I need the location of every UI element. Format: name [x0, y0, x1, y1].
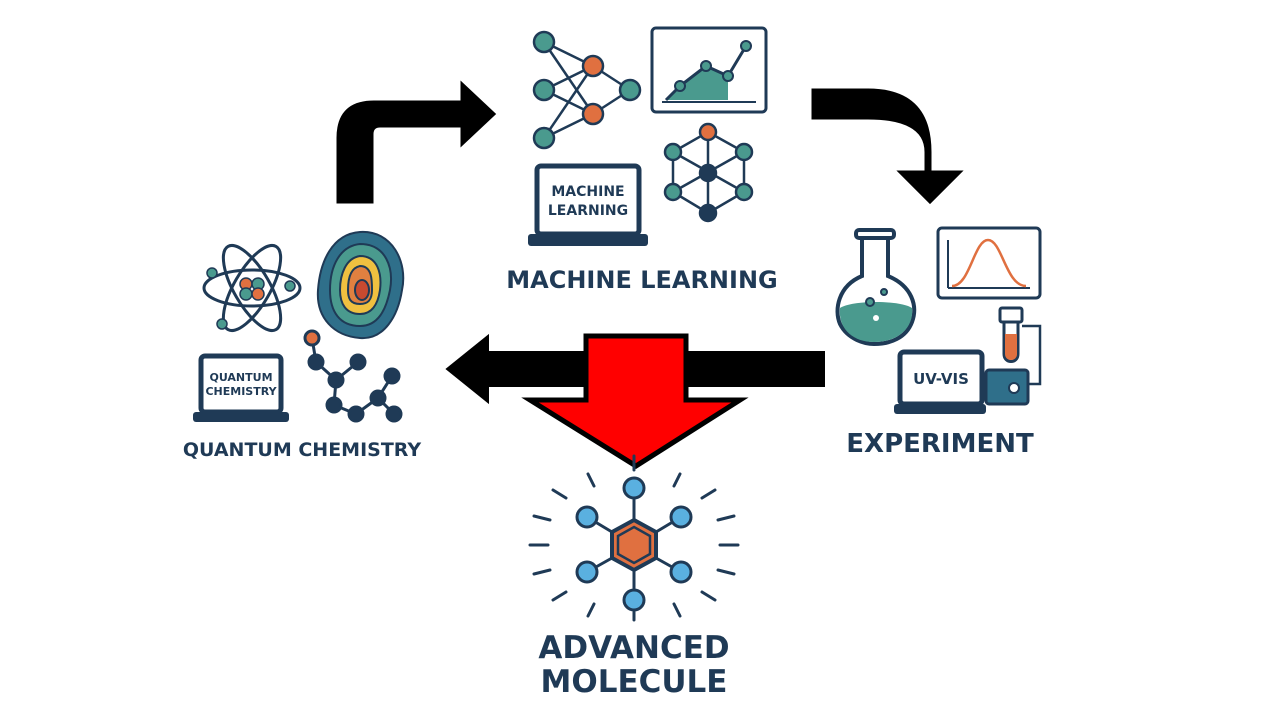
label-machine-learning: MACHINE LEARNING: [506, 266, 777, 294]
graph-network-icon: [663, 122, 754, 223]
spectrum-chart-icon: [936, 226, 1042, 300]
molecule-chain-icon: [303, 329, 403, 423]
flask-icon: [835, 228, 917, 347]
test-tube-icon: [998, 306, 1042, 386]
arrow-qc-to-ml: [336, 80, 497, 204]
qc-laptop-screen-line1: QUANTUM: [209, 371, 272, 384]
orbital-contour-icon: [316, 230, 405, 340]
arrow-to-molecule: [521, 333, 749, 469]
laptop-icon: MACHINE LEARNING: [528, 163, 648, 246]
laptop-screen-line2: LEARNING: [548, 203, 628, 219]
radiance-lines: [528, 454, 740, 622]
spectrometer-icon: UV-VIS: [894, 349, 1030, 414]
spectrometer-screen-text: UV-VIS: [913, 370, 969, 388]
benzene-molecule-icon: [575, 476, 693, 612]
laptop-screen-line1: MACHINE: [551, 184, 624, 200]
label-molecule: MOLECULE: [541, 664, 728, 700]
atom-icon: [202, 243, 302, 333]
label-quantum-chemistry: QUANTUM CHEMISTRY: [183, 439, 422, 461]
label-advanced: ADVANCED: [538, 630, 729, 666]
line-chart-icon: [650, 26, 768, 114]
qc-laptop-screen-line2: CHEMISTRY: [205, 385, 277, 398]
neural-network-icon: [532, 30, 642, 150]
label-experiment: EXPERIMENT: [846, 429, 1034, 459]
qc-laptop-icon: QUANTUM CHEMISTRY: [193, 353, 289, 422]
arrow-ml-to-exp: [811, 88, 964, 205]
